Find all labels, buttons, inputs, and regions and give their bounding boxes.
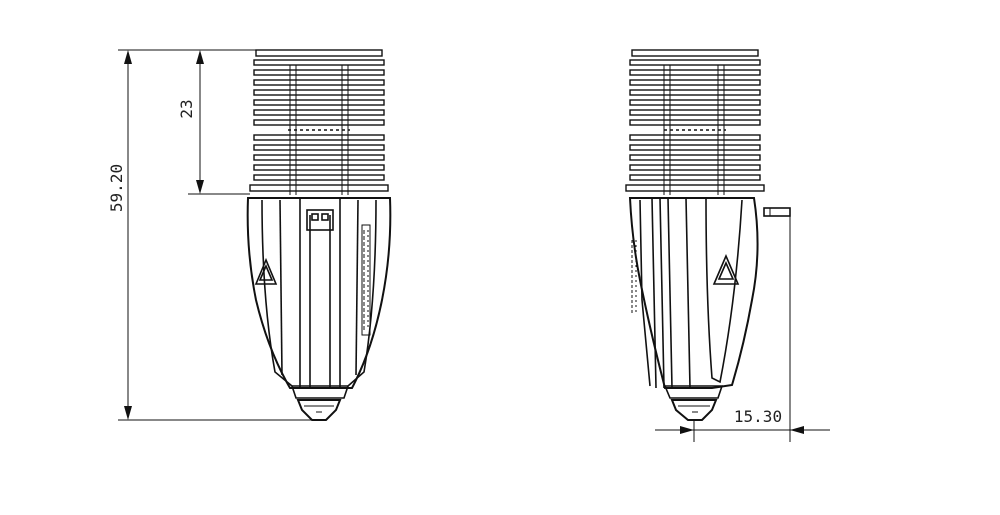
dimension-heatsink-height: 23 <box>177 50 250 195</box>
side-shroud <box>628 197 791 399</box>
front-heatsink <box>249 49 389 195</box>
side-view <box>625 49 791 421</box>
front-view <box>246 49 392 421</box>
front-shroud <box>246 197 392 399</box>
dimension-nozzle-offset-label: 15.30 <box>734 407 782 426</box>
dimension-total-height: 59.20 <box>107 49 318 421</box>
dimension-total-height-label: 59.20 <box>107 164 126 212</box>
side-nozzle <box>670 399 718 421</box>
dimension-nozzle-offset: 15.30 <box>655 216 830 442</box>
side-heatsink <box>625 49 765 195</box>
dimension-heatsink-height-label: 23 <box>177 99 196 118</box>
front-nozzle <box>296 399 342 421</box>
